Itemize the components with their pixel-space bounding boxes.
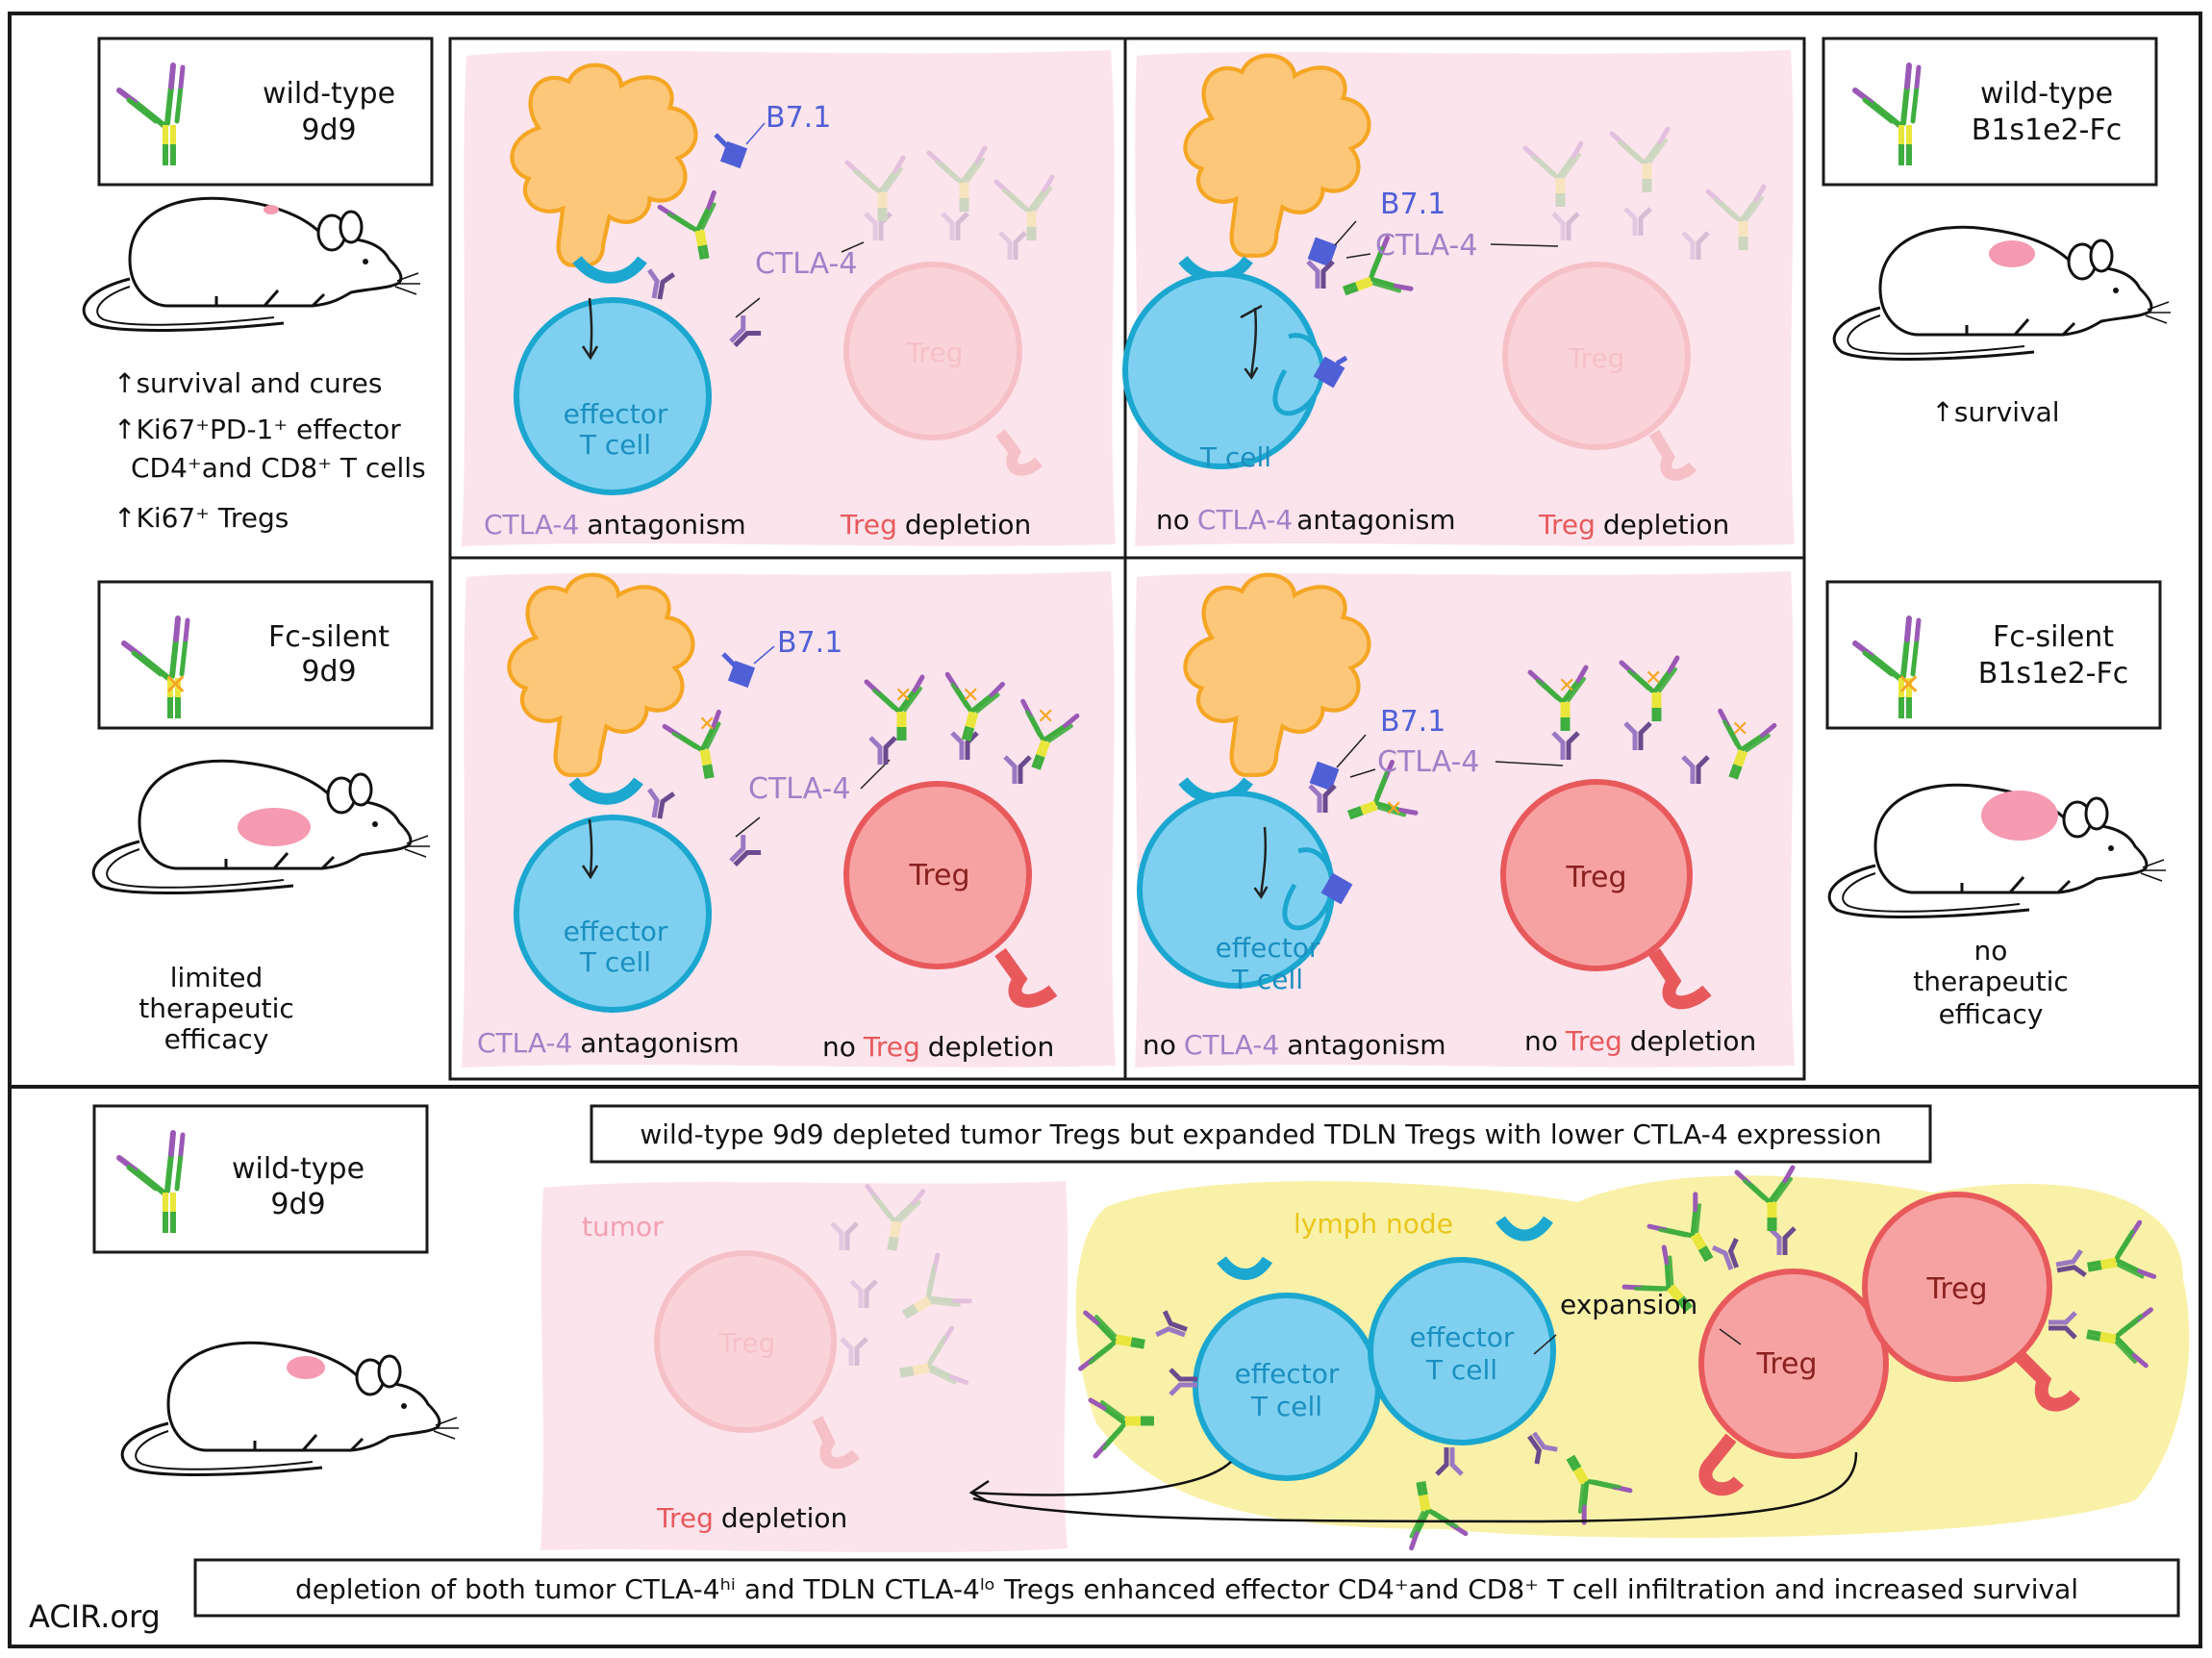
headline: wild-type 9d9 depleted tumor Tregs but e… bbox=[640, 1118, 1881, 1150]
svg-text:wild-type: wild-type bbox=[1980, 77, 2113, 111]
svg-text:effector: effector bbox=[1410, 1321, 1515, 1353]
svg-text:T cell: T cell bbox=[1199, 441, 1271, 473]
svg-text:B7.1: B7.1 bbox=[1380, 705, 1445, 739]
panel-fc-b1s1e2: ✕ B7.1 CTLA-4 effector T cell Treg ✕ ✕ ✕… bbox=[1137, 575, 1774, 1061]
svg-text:9d9: 9d9 bbox=[270, 1188, 325, 1221]
right-column: wild-type B1s1e2-Fc ↑survival ✕ Fc-silen… bbox=[1822, 37, 2173, 1030]
label-b71: B7.1 bbox=[766, 101, 831, 135]
svg-text:Treg: Treg bbox=[906, 337, 964, 368]
svg-text:tumor: tumor bbox=[582, 1211, 664, 1243]
svg-text:✕: ✕ bbox=[1385, 797, 1402, 821]
svg-text:no: no bbox=[1974, 935, 2008, 967]
effector-label-2: T cell bbox=[579, 429, 651, 461]
svg-text:limited: limited bbox=[170, 962, 264, 993]
svg-text:B1s1e2-Fc: B1s1e2-Fc bbox=[1972, 113, 2123, 147]
footer-box bbox=[193, 1558, 2180, 1618]
svg-text:✕: ✕ bbox=[698, 713, 716, 737]
svg-text:Treg: Treg bbox=[1565, 861, 1626, 894]
mouse-tumor-small bbox=[264, 205, 279, 214]
wt-9d9-box bbox=[97, 37, 434, 187]
svg-text:expansion: expansion bbox=[1560, 1289, 1697, 1320]
treg-cell bbox=[843, 781, 1032, 969]
depleted-treg: Treg bbox=[843, 148, 1052, 476]
footer-text: depletion of both tumor CTLA-4ʰⁱ and TDL… bbox=[295, 1573, 2078, 1605]
svg-text:Treg: Treg bbox=[1925, 1272, 1987, 1306]
svg-text:CTLA-4: CTLA-4 bbox=[1375, 229, 1477, 263]
svg-text:B7.1: B7.1 bbox=[777, 626, 842, 660]
bottom-section: wild-type 9d9 wild-type 9d9 depleted tum… bbox=[29, 1104, 2190, 1635]
outcome-wt-9d9-1: ↑survival and cures bbox=[113, 367, 383, 399]
brand-label: ACIR.org bbox=[29, 1598, 161, 1635]
tumor-region bbox=[540, 1181, 1068, 1553]
svg-text:Fc-silent: Fc-silent bbox=[268, 620, 390, 654]
svg-text:CD4⁺and CD8⁺ T cells: CD4⁺and CD8⁺ T cells bbox=[131, 452, 426, 484]
svg-text:Fc-silent: Fc-silent bbox=[1993, 620, 2114, 654]
svg-text:lymph node: lymph node bbox=[1294, 1208, 1453, 1240]
svg-text:effector: effector bbox=[564, 916, 668, 947]
label-ctla4: CTLA-4 bbox=[755, 247, 857, 281]
svg-text:✕: ✕ bbox=[1897, 668, 1921, 702]
svg-text:9d9: 9d9 bbox=[301, 655, 356, 689]
tcr bbox=[572, 255, 647, 284]
fc-9d9-box bbox=[97, 580, 434, 730]
svg-text:✕: ✕ bbox=[962, 684, 979, 708]
svg-text:therapeutic: therapeutic bbox=[138, 992, 294, 1024]
svg-text:Treg: Treg bbox=[908, 859, 969, 892]
effector-cell bbox=[514, 297, 712, 495]
svg-text:B1s1e2-Fc: B1s1e2-Fc bbox=[1978, 657, 2129, 691]
svg-text:T cell: T cell bbox=[1425, 1354, 1497, 1386]
svg-text:✕: ✕ bbox=[1558, 674, 1575, 698]
svg-text:wild-type: wild-type bbox=[232, 1152, 364, 1186]
svg-text:CTLA-4: CTLA-4 bbox=[748, 772, 850, 806]
left-column: wild-type 9d9 ↑survival and cures ↑Ki67⁺… bbox=[82, 37, 434, 1055]
svg-text:✕: ✕ bbox=[1037, 705, 1054, 729]
effector-label-1: effector bbox=[564, 398, 668, 430]
svg-text:efficacy: efficacy bbox=[1939, 998, 2044, 1030]
svg-text:Treg: Treg bbox=[1568, 342, 1625, 374]
panel-fc-9d9: B7.1 effector T cell ✕ CTLA-4 Treg ✕ ✕ ✕… bbox=[477, 575, 1077, 1063]
svg-text:B7.1: B7.1 bbox=[1380, 188, 1445, 221]
svg-text:↑survival: ↑survival bbox=[1931, 396, 2059, 428]
svg-text:Treg: Treg bbox=[1755, 1347, 1817, 1381]
svg-text:✕: ✕ bbox=[1731, 717, 1748, 741]
svg-text:T cell: T cell bbox=[579, 946, 651, 978]
fc-silent-x-icon: ✕ bbox=[163, 668, 188, 702]
svg-text:T cell: T cell bbox=[1231, 964, 1303, 995]
svg-text:9d9: 9d9 bbox=[301, 113, 356, 147]
svg-text:therapeutic: therapeutic bbox=[1913, 966, 2069, 997]
headline-box bbox=[590, 1104, 1932, 1164]
svg-text:✕: ✕ bbox=[1645, 666, 1662, 691]
svg-text:↑Ki67⁺PD-1⁺ effector: ↑Ki67⁺PD-1⁺ effector bbox=[113, 414, 401, 445]
svg-text:effector: effector bbox=[1216, 932, 1320, 964]
svg-text:effector: effector bbox=[1235, 1358, 1340, 1390]
svg-text:efficacy: efficacy bbox=[164, 1023, 269, 1055]
svg-text:CTLA-4: CTLA-4 bbox=[1377, 745, 1479, 779]
svg-text:wild-type: wild-type bbox=[263, 77, 395, 111]
svg-text:Treg: Treg bbox=[718, 1327, 776, 1359]
svg-text:T cell: T cell bbox=[1250, 1391, 1322, 1422]
svg-text:✕: ✕ bbox=[894, 684, 912, 708]
svg-text:↑Ki67⁺ Tregs: ↑Ki67⁺ Tregs bbox=[113, 502, 289, 534]
